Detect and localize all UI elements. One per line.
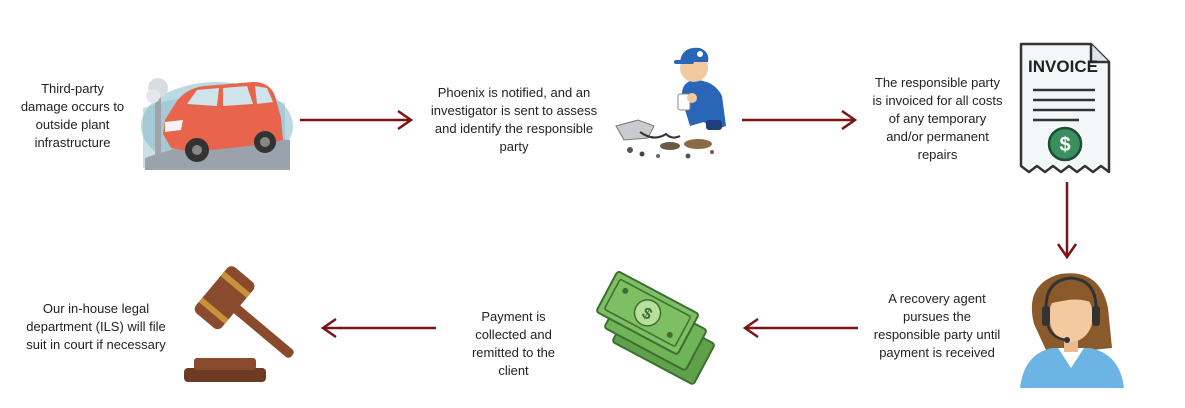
arrow-down xyxy=(1056,182,1078,260)
gavel-icon xyxy=(184,266,294,382)
step-5-text: Payment is collected and remitted to the… xyxy=(471,309,556,378)
arrow-left-1 xyxy=(742,317,858,339)
recovery-agent-icon xyxy=(1020,273,1124,388)
step-6-text: Our in-house legal department (ILS) will… xyxy=(26,301,166,352)
step-4-text: A recovery agent pursues the responsible… xyxy=(873,291,1001,360)
step-3-text: The responsible party is invoiced for al… xyxy=(872,75,1003,162)
investigator-icon xyxy=(615,47,726,159)
invoice-icon: INVOICE $ xyxy=(1019,42,1111,174)
damaged-car-icon xyxy=(141,78,293,170)
invoice-label: INVOICE xyxy=(1028,57,1098,76)
arrow-right-2 xyxy=(742,109,858,131)
cash-icon: $ xyxy=(596,271,715,385)
arrow-left-2 xyxy=(320,317,436,339)
invoice-dollar: $ xyxy=(1059,134,1070,156)
step-2-text: Phoenix is notified, and an investigator… xyxy=(430,85,598,154)
arrow-right-1 xyxy=(300,109,414,131)
step-1-text: Third-party damage occurs to outside pla… xyxy=(20,81,125,150)
